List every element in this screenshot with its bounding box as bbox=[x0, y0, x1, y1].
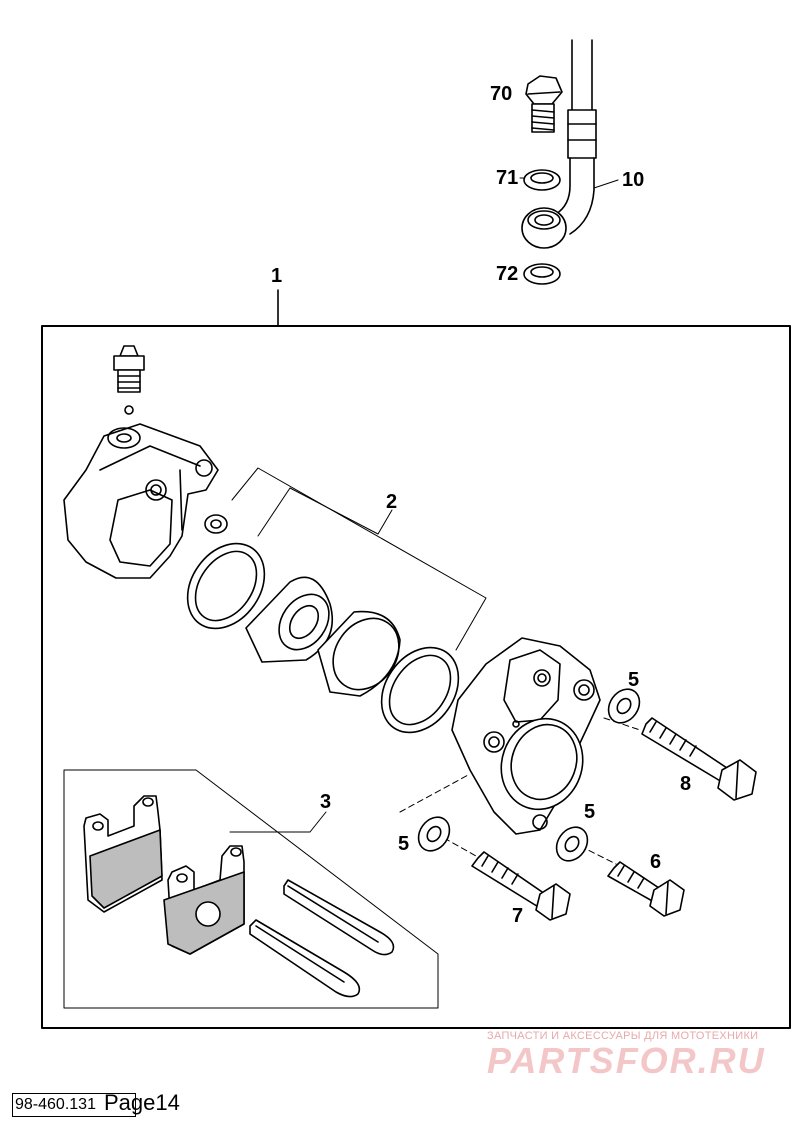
callout-5-left: 5 bbox=[398, 833, 409, 855]
assembly-frame bbox=[41, 325, 791, 1029]
washer-5-right bbox=[555, 826, 589, 862]
callout-3: 3 bbox=[320, 791, 331, 813]
leader-10 bbox=[593, 179, 619, 189]
callout-71: 71 bbox=[496, 167, 518, 189]
leader-2 bbox=[231, 467, 487, 651]
piston-seal-outer bbox=[186, 542, 266, 630]
caliper-inner-half bbox=[451, 637, 601, 835]
washer-5-left bbox=[417, 816, 451, 852]
callout-7: 7 bbox=[512, 905, 523, 927]
callout-72: 72 bbox=[496, 263, 518, 285]
pad-kit-frame bbox=[63, 769, 439, 1009]
leader-3 bbox=[229, 811, 327, 833]
watermark-tagline: ЗАПЧАСТИ И АКСЕССУАРЫ ДЛЯ МОТОТЕХНИКИ bbox=[487, 1030, 759, 1042]
washer-71 bbox=[523, 169, 561, 191]
washer-72 bbox=[523, 263, 561, 285]
caliper-outer-half bbox=[63, 423, 219, 579]
callout-10: 10 bbox=[622, 169, 644, 191]
callout-8: 8 bbox=[680, 773, 691, 795]
cotter-pin-lower bbox=[249, 919, 361, 998]
small-o-ring bbox=[204, 514, 228, 534]
callout-70: 70 bbox=[490, 83, 512, 105]
callout-5-right: 5 bbox=[584, 801, 595, 823]
brake-pad-right bbox=[163, 845, 245, 955]
leader-2-left bbox=[257, 487, 291, 537]
piston-right bbox=[317, 610, 401, 697]
bleeder-valve bbox=[113, 345, 145, 415]
axis-dash-4 bbox=[579, 845, 617, 865]
callout-2: 2 bbox=[386, 491, 397, 513]
callout-6: 6 bbox=[650, 851, 661, 873]
bolt-8 bbox=[641, 717, 757, 801]
callout-5-upper: 5 bbox=[628, 669, 639, 691]
brake-hose bbox=[521, 39, 597, 249]
leader-2-callout bbox=[289, 487, 393, 535]
piston-seal-inner bbox=[380, 646, 460, 734]
piston-left bbox=[245, 576, 334, 663]
axis-dash-1 bbox=[603, 717, 641, 731]
callout-1: 1 bbox=[271, 265, 282, 287]
part-number: 98-460.131 bbox=[12, 1093, 136, 1117]
watermark: ЗАПЧАСТИ И АКСЕССУАРЫ ДЛЯ МОТОТЕХНИКИ PA… bbox=[487, 1030, 787, 1082]
bolt-6 bbox=[607, 861, 685, 917]
axis-dash-2 bbox=[399, 773, 471, 813]
cotter-pin-upper bbox=[283, 879, 395, 956]
brake-pad-left bbox=[83, 795, 163, 913]
small-o-ring-hole bbox=[210, 519, 222, 529]
axis-dash-3 bbox=[443, 837, 477, 857]
washer-5-upper bbox=[607, 688, 641, 724]
page-label: Page14 bbox=[104, 1090, 180, 1115]
banjo-bolt bbox=[525, 75, 563, 133]
bolt-7 bbox=[471, 851, 571, 921]
watermark-brand: PARTSFOR.RU bbox=[487, 1040, 766, 1081]
